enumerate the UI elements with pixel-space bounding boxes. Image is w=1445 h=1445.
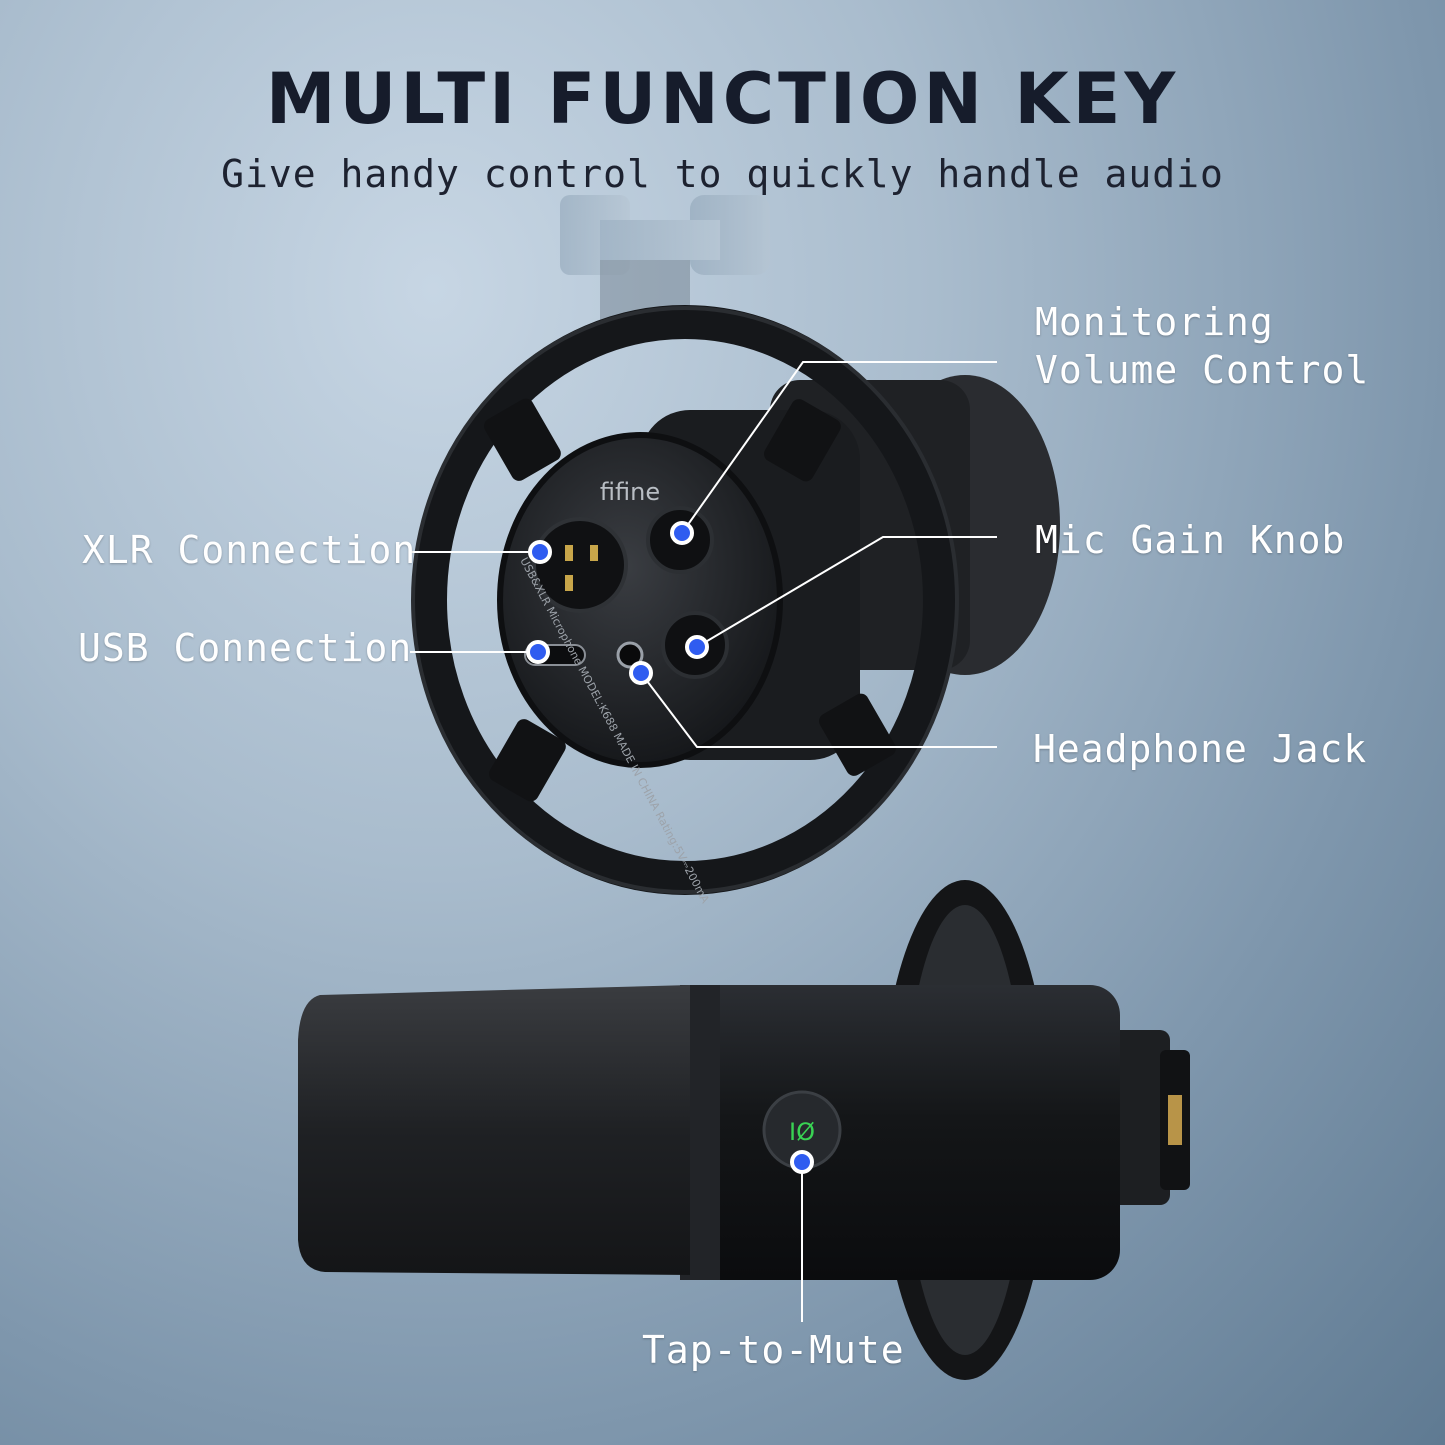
stand-mount-shape [560,195,770,330]
headphone-label: Headphone Jack [1033,727,1368,771]
page-title: MULTI FUNCTION KEY [265,58,1180,140]
mic-gain-label: Mic Gain Knob [1035,518,1346,562]
mute-label: Tap-to-Mute [642,1328,905,1372]
monitoring-label-line1: Monitoring [1035,300,1274,344]
page-subtitle: Give handy control to quickly handle aud… [221,152,1224,196]
headphone-dot [629,661,653,685]
bottom-microphone [298,880,1190,1380]
brand-logo-text: fifine [600,478,660,506]
xlr-label: XLR Connection [82,528,417,572]
callout-dots [526,521,814,1174]
mic-gain-dot [685,635,709,659]
headphone-callout-line [640,672,997,748]
mic-gain-callout-line [696,536,997,648]
callout-lines [410,361,997,1322]
monitoring-label-line2: Volume Control [1035,348,1370,392]
mute-led-icon: IØ [789,1118,815,1146]
mute-dot [790,1150,814,1174]
monitoring-callout-line [681,361,997,534]
monitoring-dot [670,521,694,545]
xlr-dot [528,540,552,564]
usb-label: USB Connection [78,626,413,670]
usb-dot [526,640,550,664]
top-microphone [411,305,1060,895]
